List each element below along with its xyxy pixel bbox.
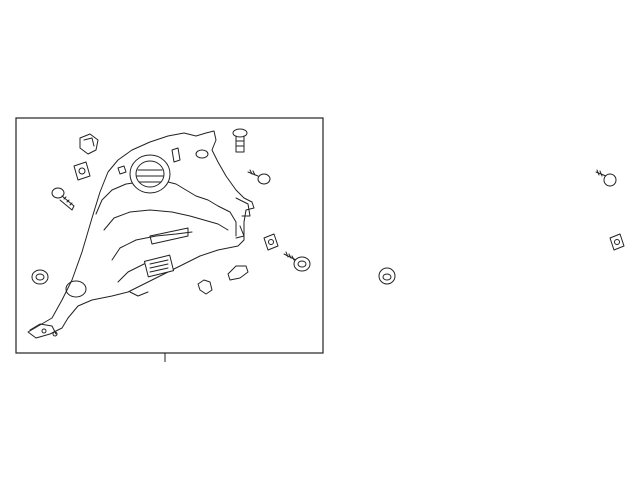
nut — [197, 279, 213, 295]
screw — [595, 169, 617, 187]
cap — [227, 265, 249, 281]
retainer-clip — [73, 161, 91, 181]
retainer-clip — [609, 233, 625, 251]
grommet — [31, 269, 49, 285]
screw — [51, 187, 75, 211]
bolt — [232, 128, 248, 153]
screw — [247, 169, 271, 185]
bolt — [283, 251, 311, 272]
grommet — [378, 267, 396, 285]
retainer-clip — [263, 233, 279, 251]
quarter-trim-panel — [27, 130, 255, 339]
assembly-frame — [15, 117, 324, 354]
push-clip — [79, 133, 99, 155]
